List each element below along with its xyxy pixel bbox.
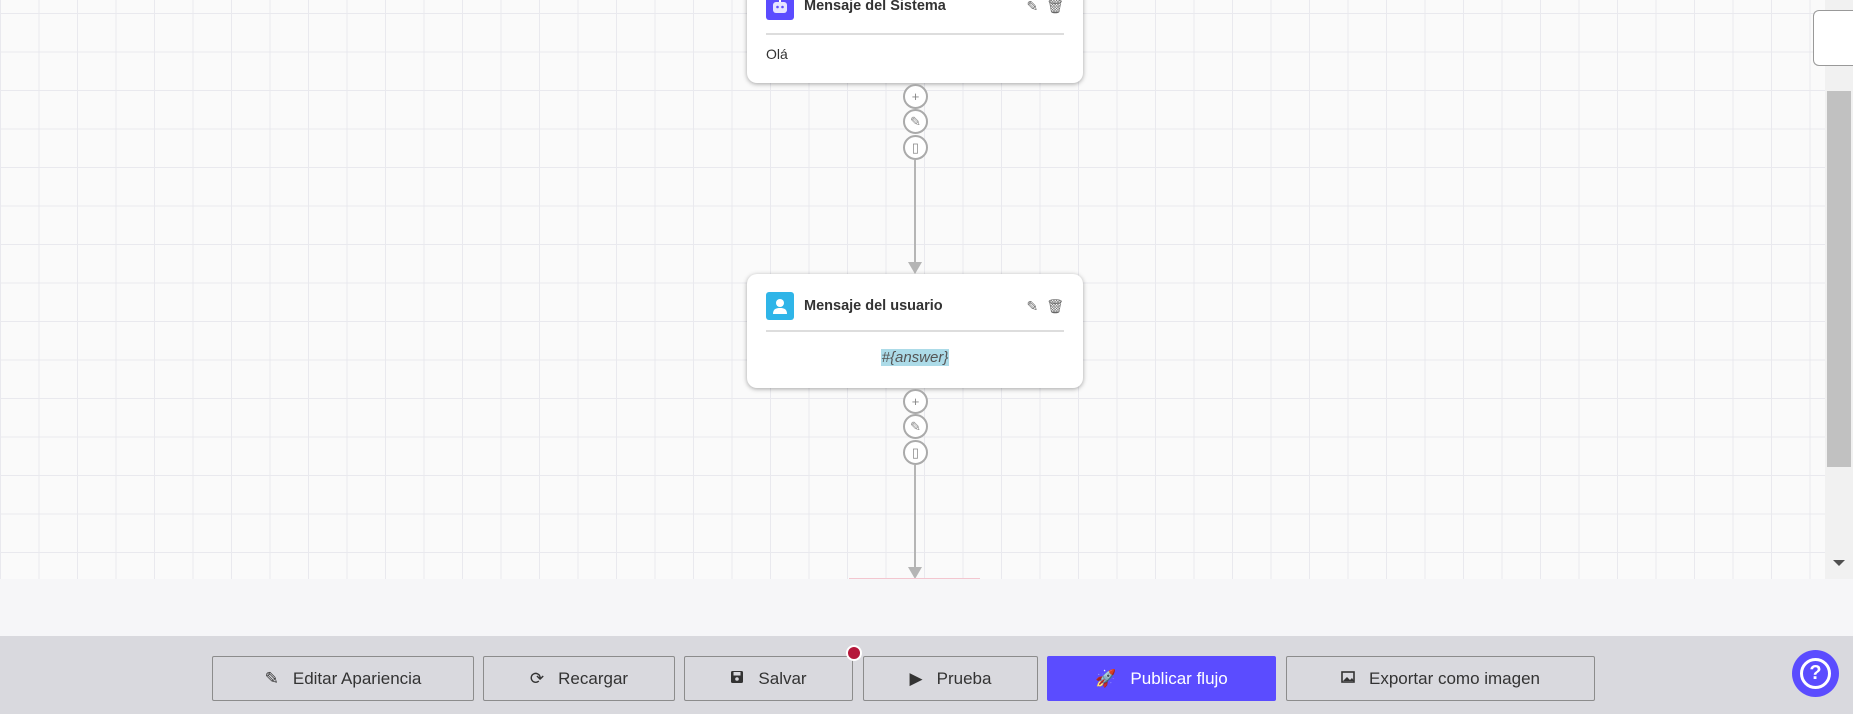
trash-icon[interactable]: 🗑 [1046,297,1064,314]
save-button[interactable]: Salvar [684,645,862,701]
plus-icon: + [911,394,920,409]
plus-icon: + [911,89,920,104]
connector-arrow [908,262,922,274]
trash-icon[interactable]: 🗑 [1046,0,1064,14]
scrollbar-thumb[interactable] [1827,91,1851,467]
reload-button[interactable]: ⟳ Recargar [483,656,675,701]
add-node-button[interactable]: + [903,84,928,109]
bottom-toolbar: ✎ Editar Apariencia ⟳ Recargar Salvar ▶ … [0,636,1853,714]
refresh-icon: ⟳ [529,668,545,688]
node-body: Olá [766,46,788,62]
edit-connector-button[interactable]: ✎ [903,109,928,134]
connector-line [914,465,916,567]
edit-connector-button[interactable]: ✎ [903,414,928,439]
pencil-icon: ✎ [910,418,921,434]
pencil-icon[interactable]: ✎ [1026,0,1039,14]
rocket-icon: 🚀 [1095,668,1117,688]
user-icon [766,292,794,320]
unsaved-changes-indicator [846,645,862,661]
connector-arrow [908,567,922,579]
floppy-disk-icon [730,669,744,689]
node-body: #{answer} [880,349,950,366]
node-title: Mensaje del Sistema [804,0,946,14]
export-image-button[interactable]: Exportar como imagen [1286,656,1595,701]
vertical-scrollbar[interactable] [1825,0,1853,579]
image-icon [1341,669,1355,689]
add-node-button[interactable]: + [903,389,928,414]
delete-connector-button[interactable]: ▯ [903,440,928,465]
help-button[interactable]: ? [1792,650,1839,697]
node-user-message[interactable]: Mensaje del usuario ✎ 🗑 #{answer} [747,274,1083,388]
next-node-edge [849,578,980,579]
publish-flow-button[interactable]: 🚀 Publicar flujo [1047,656,1276,701]
node-title: Mensaje del usuario [804,298,943,314]
flow-canvas[interactable]: Mensaje del Sistema ✎ 🗑 Olá + ✎ ▯ Mensaj… [0,0,1825,579]
question-icon: ? [1800,658,1831,689]
edit-appearance-button[interactable]: ✎ Editar Apariencia [212,656,474,701]
trash-icon: ▯ [911,139,920,155]
robot-icon [766,0,794,20]
play-icon: ▶ [909,668,923,688]
test-button[interactable]: ▶ Prueba [863,656,1038,701]
edit-icon: ✎ [264,668,279,688]
pencil-icon[interactable]: ✎ [1026,297,1039,314]
connector-line [914,160,916,262]
delete-connector-button[interactable]: ▯ [903,135,928,160]
minimap-panel[interactable] [1813,10,1853,66]
scroll-down-arrow[interactable] [1833,560,1845,566]
pencil-icon: ✎ [910,113,921,129]
node-system-message[interactable]: Mensaje del Sistema ✎ 🗑 Olá [747,0,1083,83]
trash-icon: ▯ [911,444,920,460]
